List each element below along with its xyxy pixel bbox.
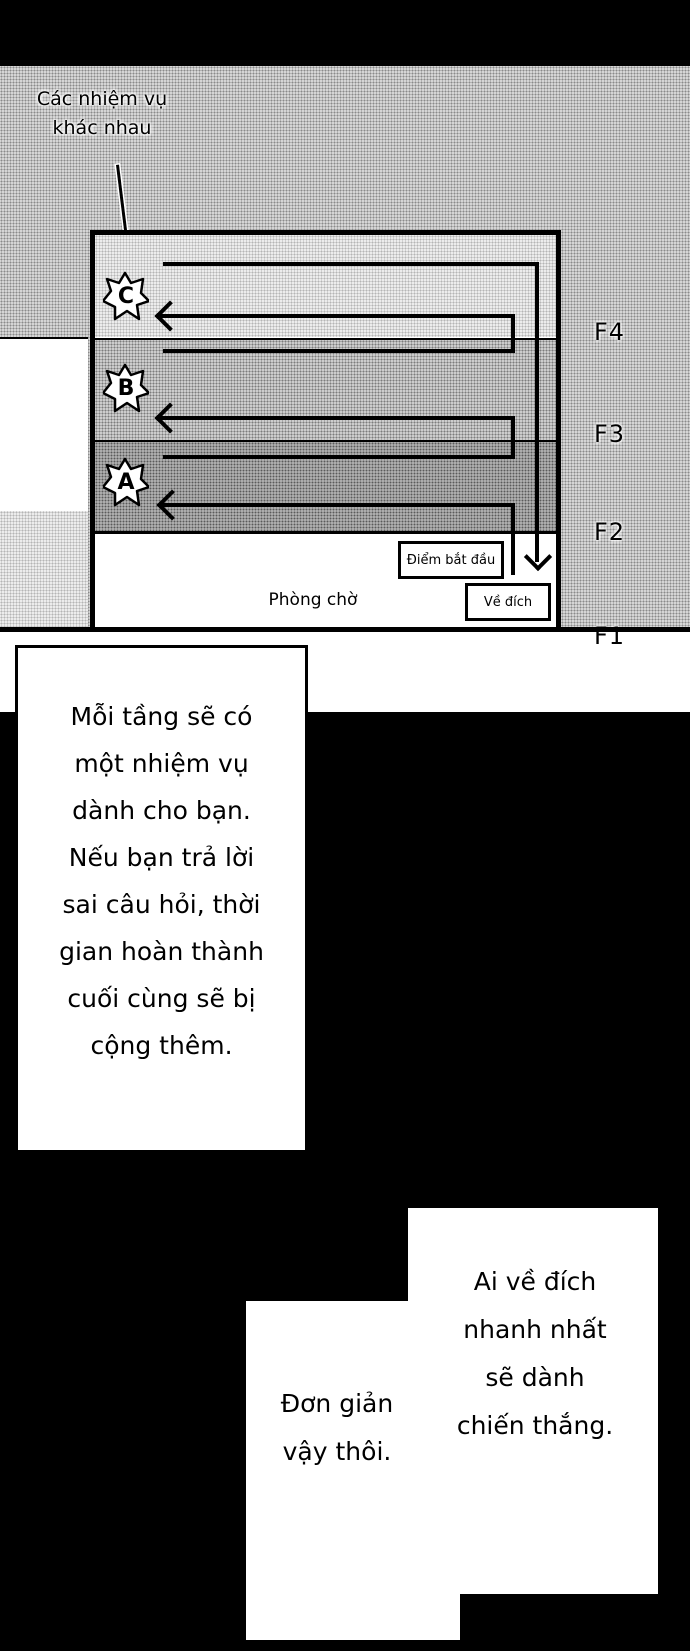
mission-a-badge: A	[101, 457, 151, 507]
missions-callout: Các nhiệm vụ khác nhau	[22, 85, 182, 143]
mission-c-letter: C	[117, 283, 135, 309]
route-f2-arrow	[161, 503, 515, 507]
burst-icon	[101, 363, 151, 413]
callout-line-2: khác nhau	[52, 117, 152, 139]
mission-b-badge: B	[101, 363, 151, 413]
mission-c-badge: C	[101, 271, 151, 321]
narration-winner-text: Ai về đích nhanh nhất sẽ dành chiến thắn…	[420, 1258, 650, 1450]
narration-line: vậy thôi.	[282, 1437, 392, 1466]
floor-label-f3: F3	[594, 420, 626, 448]
start-point-label: Điểm bắt đầu	[398, 541, 504, 579]
narration-line: sai câu hỏi, thời	[62, 890, 261, 919]
burst-icon	[101, 271, 151, 321]
narration-line: nhanh nhất	[463, 1315, 607, 1344]
route-f3-riser	[511, 416, 515, 459]
narration-box-rules: Mỗi tầng sẽ có một nhiệm vụ dành cho bạn…	[15, 645, 308, 1153]
outside-white-area	[0, 337, 88, 513]
route-f4-riser	[511, 314, 515, 353]
route-start-riser	[511, 503, 515, 575]
waiting-room-label: Phòng chờ	[268, 590, 358, 610]
floor-f3	[95, 338, 556, 441]
route-f4-arrow	[159, 314, 515, 318]
callout-line-1: Các nhiệm vụ	[36, 88, 168, 110]
outside-lower-area	[0, 511, 88, 627]
narration-simple-text: Đơn giản vậy thôi.	[262, 1380, 412, 1476]
narration-box-joint	[408, 1301, 658, 1594]
floor-f4	[95, 235, 556, 337]
building-diagram: Phòng chờ C B A Điểm bắt đầu Về	[90, 230, 561, 632]
panel-bottom-border	[0, 627, 690, 632]
narration-line: Ai về đích	[473, 1267, 597, 1296]
narration-line: cộng thêm.	[90, 1031, 233, 1060]
narration-line: một nhiệm vụ	[74, 749, 249, 778]
floor-label-f2: F2	[594, 518, 626, 546]
floor-f2	[95, 440, 556, 532]
floor-label-f1: F1	[594, 622, 626, 650]
narration-rules-text: Mỗi tầng sẽ có một nhiệm vụ dành cho bạn…	[59, 693, 264, 1069]
burst-icon	[101, 457, 151, 507]
route-f2-top	[163, 455, 515, 459]
mission-a-letter: A	[117, 469, 135, 495]
mission-b-letter: B	[117, 375, 135, 401]
narration-line: chiến thắng.	[456, 1411, 614, 1440]
narration-line: Mỗi tầng sẽ có	[70, 702, 253, 731]
top-black-band	[0, 0, 690, 66]
narration-line: Đơn giản	[280, 1389, 394, 1418]
narration-line: sẽ dành	[485, 1363, 585, 1392]
route-descent-line	[535, 262, 539, 562]
finish-label: Về đích	[465, 583, 551, 621]
narration-line: cuối cùng sẽ bị	[67, 984, 256, 1013]
route-f3-arrow	[159, 416, 515, 420]
floor-label-f4: F4	[594, 318, 626, 346]
narration-line: Nếu bạn trả lời	[68, 843, 255, 872]
route-f4-top	[163, 262, 539, 266]
narration-line: dành cho bạn.	[72, 796, 251, 825]
route-f3-top	[163, 349, 515, 353]
narration-line: gian hoàn thành	[59, 937, 264, 966]
